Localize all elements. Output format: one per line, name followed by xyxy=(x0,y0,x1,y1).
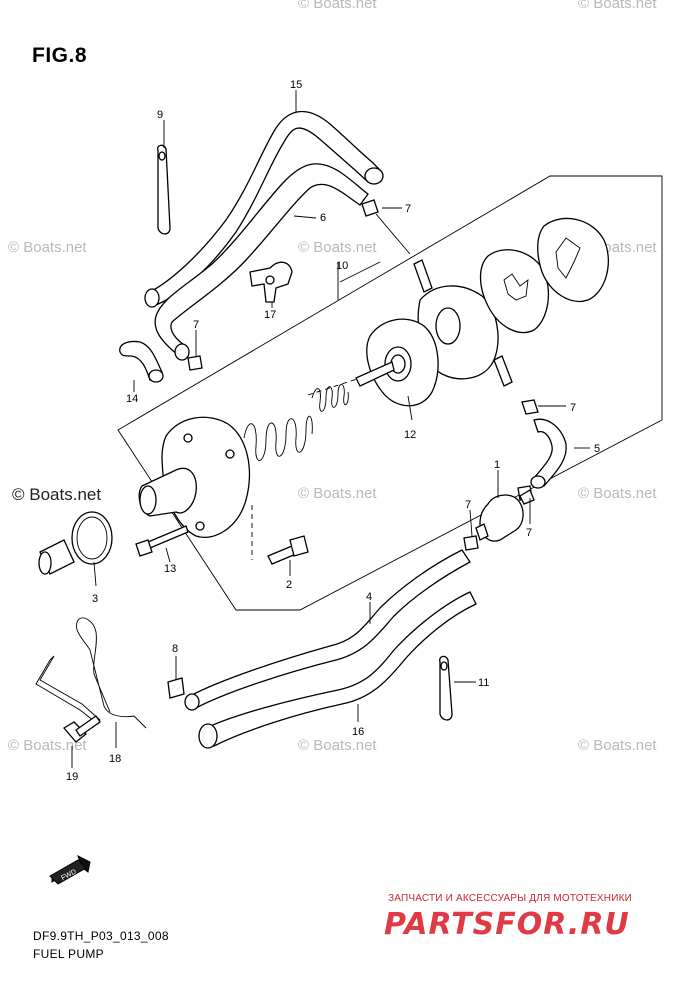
callout-number: 7 xyxy=(526,527,532,539)
callout-number: 7 xyxy=(570,402,576,414)
oring-3 xyxy=(71,511,113,565)
watermark-text: © Boats.net xyxy=(8,239,87,256)
spring-large xyxy=(243,415,313,461)
strap-9 xyxy=(439,655,453,721)
shop-tagline: ЗАПЧАСТИ И АКСЕССУАРЫ ДЛЯ МОТОТЕХНИКИ xyxy=(388,893,633,904)
callout-number: 15 xyxy=(290,79,302,91)
callout-number: 3 xyxy=(92,593,98,605)
hose-14 xyxy=(119,340,164,383)
watermark-text: © Boats.net xyxy=(298,485,377,502)
callout-number: 10 xyxy=(336,260,348,272)
watermark-text: © Boats.net xyxy=(578,0,657,12)
watermark-text: © Boats.net xyxy=(298,737,377,754)
watermark-layer: © Boats.net © Boats.net © Boats.net © Bo… xyxy=(8,0,657,754)
callout-number: 4 xyxy=(366,591,372,603)
watermark-text: © Boats.net xyxy=(12,485,101,504)
leader-lines xyxy=(71,90,590,768)
shop-logo: PARTSFOR.RU xyxy=(384,907,630,942)
callout-number: 17 xyxy=(264,309,276,321)
hose-16 xyxy=(198,591,477,749)
fuel-filter-1 xyxy=(475,489,535,542)
callout-number: 8 xyxy=(172,643,178,655)
callout-number: 19 xyxy=(66,771,78,783)
callout-number: 16 xyxy=(352,726,364,738)
callout-labels: 9 15 7 6 10 17 7 14 7 5 12 1 7 7 13 2 3 … xyxy=(66,79,600,783)
gasket-plate xyxy=(479,249,550,334)
bolt-19 xyxy=(63,715,101,743)
sleeve xyxy=(38,539,75,575)
hose-clip-8 xyxy=(167,677,185,699)
pump-body xyxy=(138,416,251,538)
watermark-text: © Boats.net xyxy=(578,737,657,754)
pump-assembly-frame xyxy=(117,175,663,611)
watermark-text: © Boats.net xyxy=(8,737,87,754)
callout-number: 7 xyxy=(465,499,471,511)
bracket-18 xyxy=(35,617,147,729)
callout-number: 1 xyxy=(494,459,500,471)
callout-number: 14 xyxy=(126,393,138,405)
figure-title: FIG.8 xyxy=(32,44,88,67)
hose-6 xyxy=(154,163,369,361)
diaphragm-plate xyxy=(537,217,609,302)
hose-5 xyxy=(530,418,567,489)
watermark-text: © Boats.net xyxy=(298,239,377,256)
bolt-2 xyxy=(267,535,309,565)
bolt-13 xyxy=(135,525,189,557)
spring-small xyxy=(311,384,349,412)
callout-number: 5 xyxy=(594,443,600,455)
callout-number: 7 xyxy=(193,319,199,331)
hose-4 xyxy=(184,549,471,711)
center-line xyxy=(251,377,361,560)
fwd-arrow-icon: FWD xyxy=(49,855,91,885)
clamp-17 xyxy=(249,261,293,303)
hose-15 xyxy=(144,110,384,308)
callout-number: 6 xyxy=(320,212,326,224)
watermark-text: © Boats.net xyxy=(298,0,377,12)
callout-number: 13 xyxy=(164,563,176,575)
strap-10 xyxy=(157,144,171,235)
diagram-code: DF9.9TH_P03_013_008 xyxy=(33,929,169,943)
callout-number: 11 xyxy=(478,677,489,689)
callout-number: 18 xyxy=(109,753,121,765)
watermark-text: © Boats.net xyxy=(578,485,657,502)
diaphragm-12 xyxy=(355,318,439,407)
diagram-name: FUEL PUMP xyxy=(33,947,104,961)
callout-number: 12 xyxy=(404,429,416,441)
callout-number: 7 xyxy=(405,203,411,215)
callout-number: 2 xyxy=(286,579,292,591)
callout-number: 9 xyxy=(157,109,163,121)
